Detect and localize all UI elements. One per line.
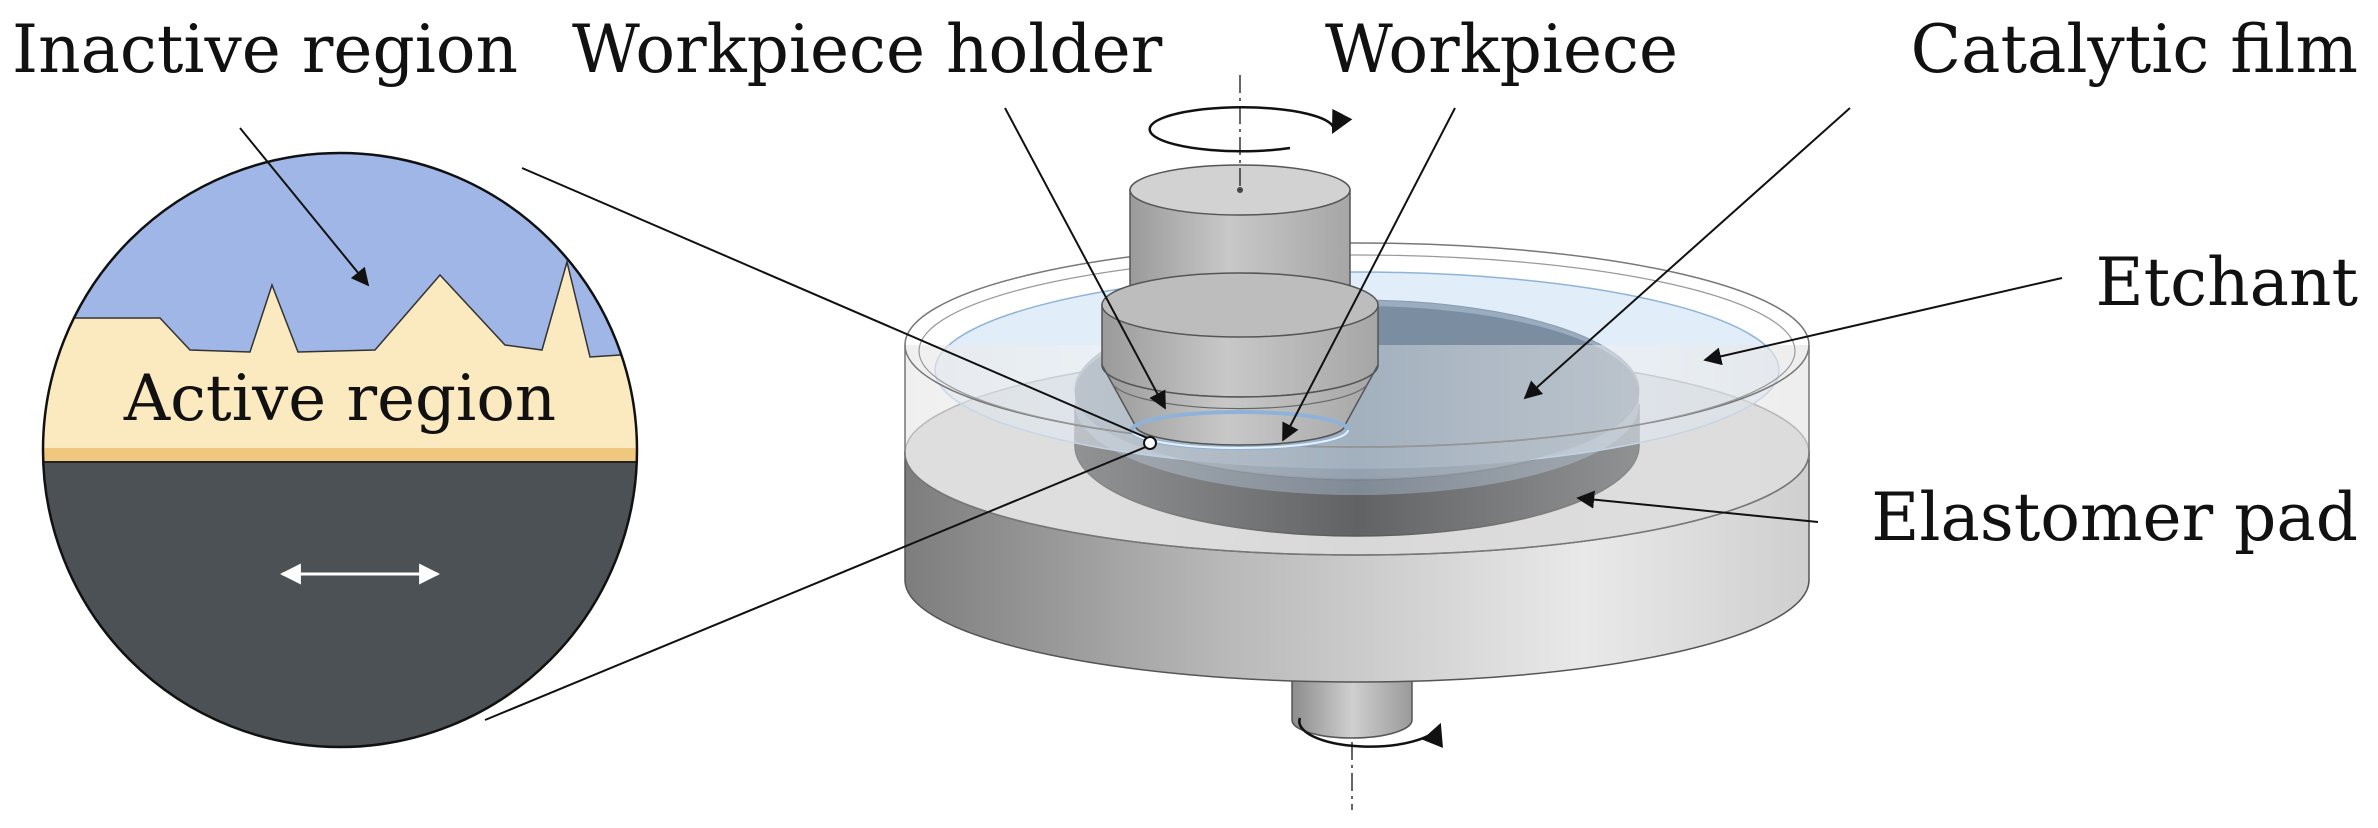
label-workpiece: Workpiece [1325,11,1678,88]
label-active-region: Active region [123,362,556,436]
active-region-area [43,259,637,463]
label-catalytic-film: Catalytic film [1911,11,2358,88]
workpiece-holder [1101,164,1379,446]
leader-workpiece [1282,107,1456,442]
apparatus [904,75,1810,810]
rotation-arrow-icon [1148,106,1353,153]
workpiece [1130,410,1350,450]
leader-catalytic-film [1523,107,1851,400]
label-etchant: Etchant [2095,244,2358,321]
rotation-arrow-icon [1298,717,1443,748]
label-elastomer-pad: Elastomer pad [1871,479,2358,556]
zoom-line-bottom [484,445,1149,721]
workpiece-bulk-area [43,462,637,747]
leader-workpiece-holder [1004,107,1166,410]
active-bottom-band [43,448,637,462]
labels: Inactive region Workpiece holder Workpie… [12,11,2358,556]
leader-elastomer-pad [1576,490,1819,523]
zoom-source-marker [1143,436,1157,450]
label-workpiece-holder: Workpiece holder [572,11,1163,88]
leader-inactive-region [239,127,370,287]
zoom-line-top [521,167,1153,441]
label-inactive-region: Inactive region [12,11,518,88]
leader-lines [239,107,2063,523]
leader-etchant [1703,277,2063,366]
